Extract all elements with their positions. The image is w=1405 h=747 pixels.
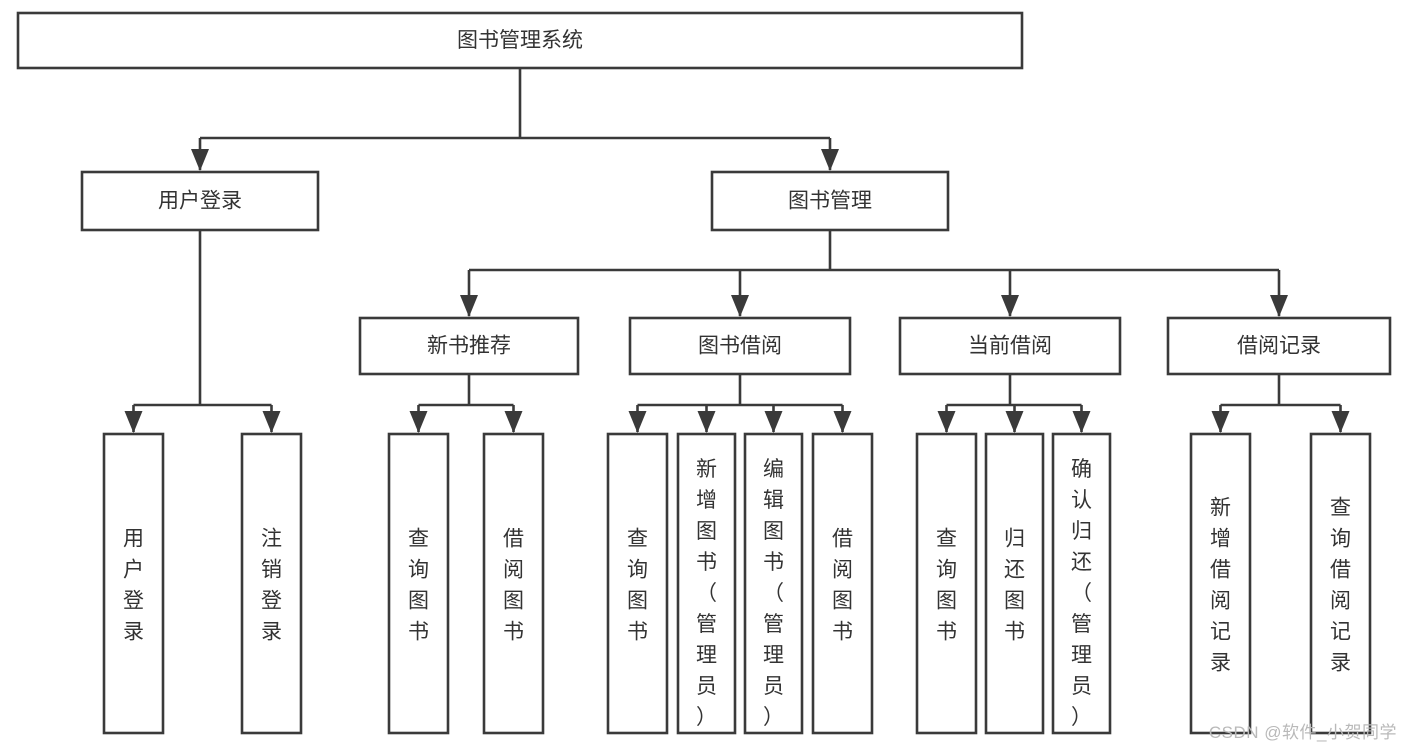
arrow-head-icon [1005,411,1024,433]
node-box[interactable] [358,316,580,376]
node-new-book-recommend[interactable]: 新书推荐 [358,316,580,376]
node-current-borrow[interactable]: 当前借阅 [898,316,1122,376]
node-box[interactable] [811,432,874,735]
node-label: 图书管理 [788,190,872,213]
node-box[interactable] [984,432,1045,735]
node-box[interactable] [628,316,852,376]
arrow-head-icon [460,295,478,317]
node-user-login[interactable]: 用户登录 [80,170,320,232]
node-box[interactable] [710,170,950,232]
node-label: 注销登录 [261,528,282,644]
node-label: 新书推荐 [427,335,511,358]
node-label: 新增图书（管理员） [696,458,717,729]
arrow-head-icon [937,411,956,433]
arrow-head-icon [764,411,783,433]
node-box[interactable] [1166,316,1392,376]
csdn-watermark: CSDN @软件_小贺同学 [1208,723,1397,742]
node-borrow-record[interactable]: 借阅记录 [1166,316,1392,376]
arrow-head-icon [697,411,716,433]
node-box[interactable] [606,432,669,735]
node-book-borrow[interactable]: 图书借阅 [628,316,852,376]
node-box[interactable] [102,432,165,735]
node-leaf-confirm-return-admin[interactable]: 确认归还（管理员） [1051,432,1112,735]
arrow-head-icon [262,411,281,433]
arrow-head-icon [1072,411,1091,433]
arrow-head-icon [409,411,428,433]
node-label: 确认归还（管理员） [1071,458,1092,729]
node-box[interactable] [1189,432,1252,735]
node-box[interactable] [16,11,1024,70]
arrow-head-icon [1001,295,1019,317]
node-leaf-query-book-current[interactable]: 查询图书 [915,432,978,735]
node-leaf-return-book[interactable]: 归还图书 [984,432,1045,735]
node-label: 新增借阅记录 [1210,497,1231,675]
node-leaf-user-login[interactable]: 用户登录 [102,432,165,735]
diagram-nodes: 图书管理系统用户登录图书管理新书推荐图书借阅当前借阅借阅记录用户登录注销登录查询… [16,11,1392,735]
node-label: 用户登录 [123,528,144,644]
node-label: 查询图书 [408,528,429,644]
connector-edges [124,68,1350,433]
node-book-management[interactable]: 图书管理 [710,170,950,232]
node-box[interactable] [1051,432,1112,735]
arrow-head-icon [1331,411,1350,433]
node-box[interactable] [743,432,804,735]
node-box[interactable] [482,432,545,735]
node-leaf-query-book-recommend[interactable]: 查询图书 [387,432,450,735]
node-leaf-query-borrow-record[interactable]: 查询借阅记录 [1309,432,1372,735]
node-box[interactable] [676,432,737,735]
node-box[interactable] [80,170,320,232]
arrow-head-icon [628,411,647,433]
arrow-head-icon [833,411,852,433]
arrow-head-icon [124,411,143,433]
node-leaf-edit-book-admin[interactable]: 编辑图书（管理员） [743,432,804,735]
node-box[interactable] [1309,432,1372,735]
node-root[interactable]: 图书管理系统 [16,11,1024,70]
arrow-head-icon [504,411,523,433]
node-label: 用户登录 [158,190,242,213]
node-box[interactable] [898,316,1122,376]
node-leaf-logout-login[interactable]: 注销登录 [240,432,303,735]
node-label: 编辑图书（管理员） [763,458,784,729]
node-leaf-borrow-book[interactable]: 借阅图书 [811,432,874,735]
arrow-head-icon [821,149,839,171]
node-label: 当前借阅 [968,335,1052,358]
node-leaf-add-book-admin[interactable]: 新增图书（管理员） [676,432,737,735]
node-label: 借阅图书 [503,528,524,644]
node-leaf-borrow-book-recommend[interactable]: 借阅图书 [482,432,545,735]
node-box[interactable] [387,432,450,735]
node-box[interactable] [240,432,303,735]
arrow-head-icon [1270,295,1288,317]
node-leaf-query-book-borrow[interactable]: 查询图书 [606,432,669,735]
node-label: 借阅记录 [1237,335,1321,358]
arrow-head-icon [731,295,749,317]
arrow-head-icon [1211,411,1230,433]
node-label: 归还图书 [1004,528,1025,644]
node-label: 查询图书 [627,528,648,644]
node-leaf-add-borrow-record[interactable]: 新增借阅记录 [1189,432,1252,735]
node-box[interactable] [915,432,978,735]
arrow-head-icon [191,149,209,171]
node-label: 查询图书 [936,528,957,644]
node-label: 图书借阅 [698,335,782,358]
node-label: 图书管理系统 [457,29,583,52]
node-label: 借阅图书 [832,528,853,644]
node-label: 查询借阅记录 [1330,497,1351,675]
